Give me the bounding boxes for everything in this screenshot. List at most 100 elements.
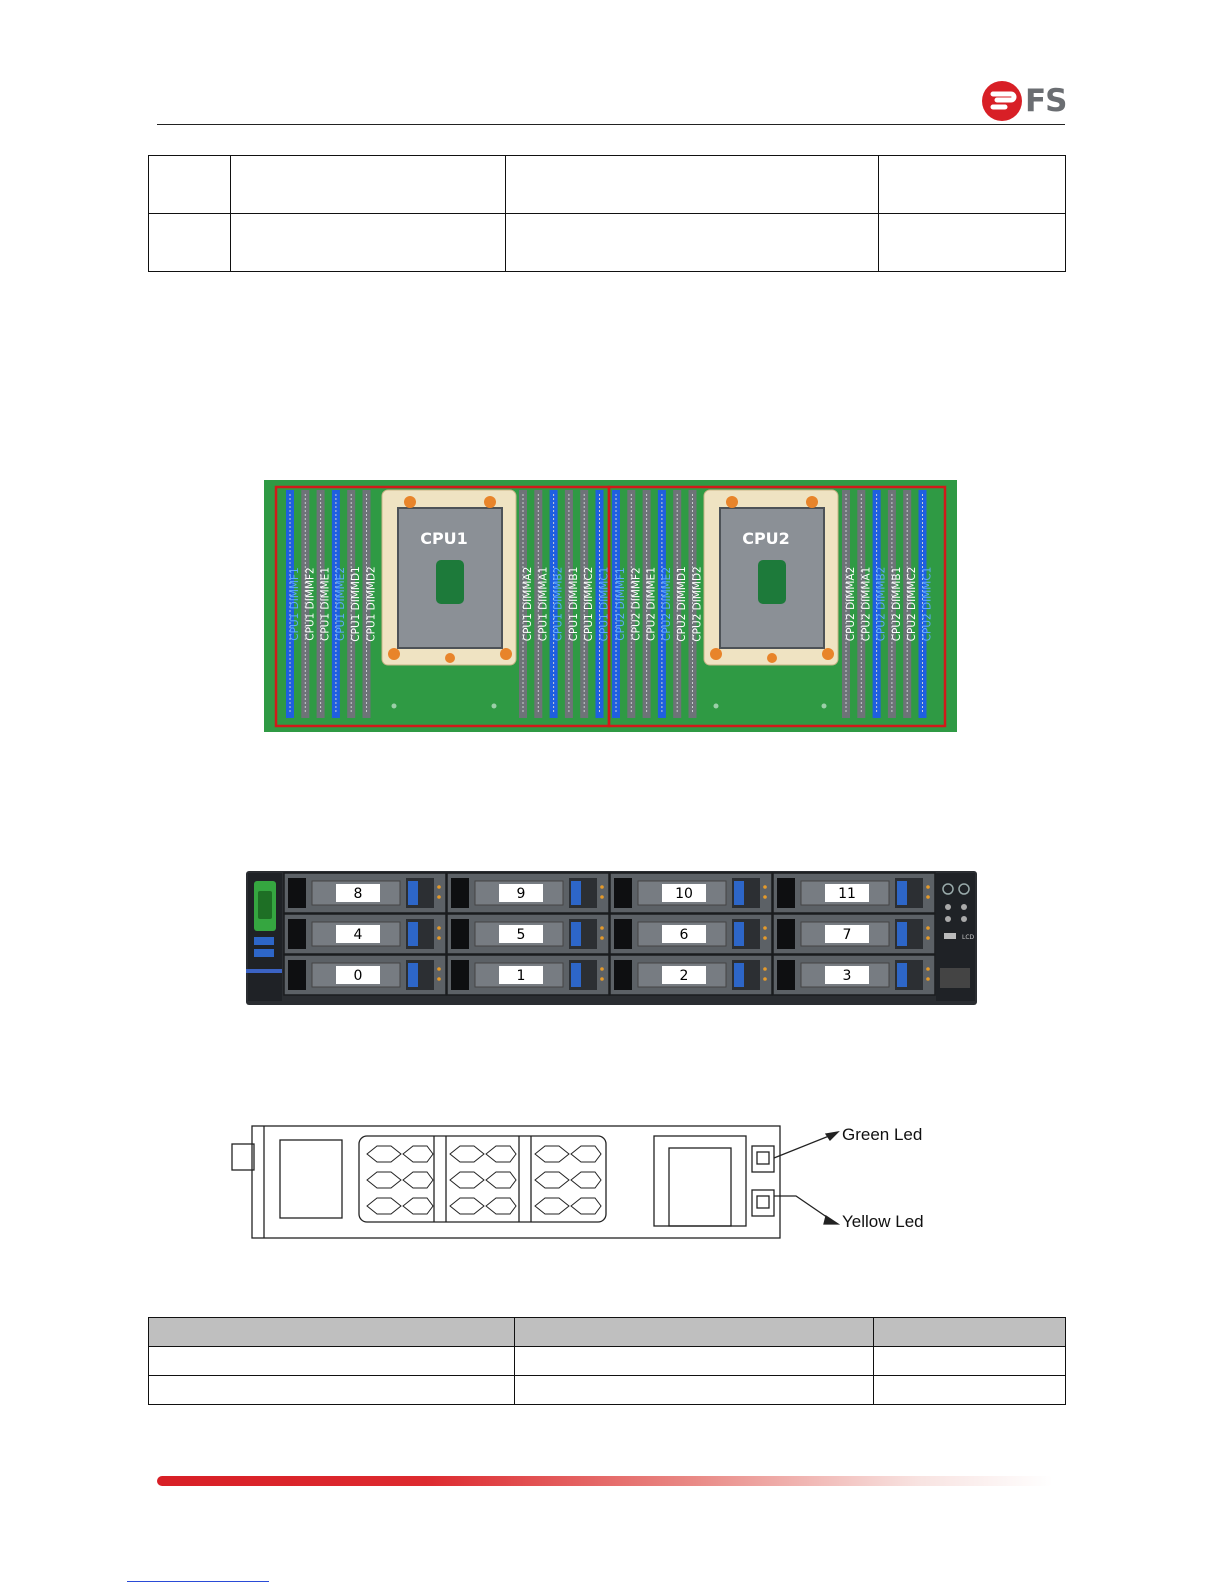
- dimm-slot-label: CPU2 DIMMA2: [845, 567, 857, 642]
- bottom-table: [148, 1317, 1066, 1405]
- header-divider: [157, 124, 1065, 125]
- dimm-slot-label: CPU2 DIMMB2: [876, 567, 888, 642]
- dimm-slot: [673, 490, 682, 718]
- drive-bay-number: 9: [517, 886, 526, 902]
- dimm-slot: [347, 490, 356, 718]
- dimm-slot: [301, 490, 310, 718]
- table-cell: [514, 1346, 874, 1376]
- drive-bay-label-box: [825, 966, 869, 984]
- table-cell: [514, 1375, 874, 1405]
- table-row: [148, 1346, 1066, 1376]
- dimm-slot: [872, 490, 881, 718]
- drive-bay-number: 7: [843, 927, 852, 943]
- dimm-slot-label: CPU1 DIMMA2: [522, 567, 534, 642]
- drive-bay-number: 4: [354, 927, 363, 943]
- dimm-slot: [918, 490, 927, 718]
- drive-bay-label-box: [336, 884, 380, 902]
- table-header-cell: [514, 1317, 874, 1347]
- drive-bay-number: 1: [517, 968, 526, 984]
- carrier-handle: [653, 1135, 747, 1227]
- cpu1-label: CPU1: [420, 529, 468, 548]
- drive-bay-label-box: [662, 884, 706, 902]
- dimm-slot: [580, 490, 589, 718]
- dimm-slot: [642, 490, 651, 718]
- green-led-arrow: [773, 1133, 835, 1159]
- drive-bay-label-box: [336, 925, 380, 943]
- drive-bay-number: 0: [354, 968, 363, 984]
- yellow-led-label: Yellow Led: [842, 1212, 924, 1231]
- table-header-cell: [873, 1317, 1066, 1347]
- dimm-slot-label: CPU2 DIMMC1: [922, 567, 934, 642]
- usb-port-icon: [254, 949, 274, 957]
- top-table: [148, 155, 1066, 272]
- drive-bay-label-box: [499, 884, 543, 902]
- drive-bay-label-box: [825, 884, 869, 902]
- drive-bay-number: 3: [843, 968, 852, 984]
- table-cell: [148, 1375, 515, 1405]
- brand-name: FS: [1025, 83, 1068, 119]
- table-cell: [873, 1375, 1066, 1405]
- dimm-slot-label: CPU2 DIMMC2: [906, 567, 918, 642]
- table-cell: [873, 1346, 1066, 1376]
- cpu2-frame: [607, 485, 947, 728]
- dimm-slot-label: CPU1 DIMME2: [335, 567, 347, 641]
- table-cell: [148, 213, 231, 272]
- cpu2-socket: CPU2: [703, 489, 839, 666]
- dimm-slot-label: CPU2 DIMME1: [646, 567, 658, 641]
- carrier-outline: [251, 1125, 781, 1239]
- table-cell: [878, 213, 1066, 272]
- dimm-slot: [903, 490, 912, 718]
- dimm-slot-label: CPU2 DIMMF2: [630, 567, 642, 640]
- dimm-slot-label: CPU1 DIMMB2: [553, 567, 565, 642]
- table-cell: [148, 1346, 515, 1376]
- drive-bay-number: 10: [675, 886, 693, 902]
- dimm-slot-label: CPU1 DIMMB1: [568, 567, 580, 642]
- drive-bay-label-box: [336, 966, 380, 984]
- dimm-slot-label: CPU2 DIMMA1: [860, 567, 872, 642]
- footer-link-underline[interactable]: [127, 1581, 269, 1582]
- table-row: [148, 1375, 1066, 1405]
- dimm-slot-label: CPU2 DIMME2: [661, 567, 673, 641]
- dimm-slot-label: CPU2 DIMMD1: [676, 566, 688, 641]
- table-cell: [878, 155, 1066, 214]
- green-led-label: Green Led: [842, 1125, 922, 1144]
- dimm-slot-label: CPU1 DIMMC2: [583, 567, 595, 642]
- dimm-slot-label: CPU1 DIMMF2: [304, 567, 316, 640]
- drive-carrier-diagram: Green Led Yellow Led: [231, 1125, 924, 1239]
- dimm-slot-label: CPU1 DIMME1: [320, 567, 332, 641]
- dimm-slot-label: CPU2 DIMMD2: [692, 566, 704, 641]
- yellow-led-arrow: [774, 1195, 835, 1223]
- table-header-row: [148, 1317, 1066, 1347]
- dimm-slot-label: CPU1 DIMMA1: [537, 567, 549, 642]
- carrier-vent: [358, 1135, 607, 1223]
- dimm-slot: [316, 490, 325, 718]
- lcd-label: LCD: [962, 934, 975, 941]
- dimm-slot: [657, 490, 666, 718]
- dimm-slot: [534, 490, 543, 718]
- fs-logo-icon: [982, 81, 1022, 121]
- green-led-icon: [751, 1145, 775, 1173]
- footer-gradient-bar: [157, 1476, 1053, 1486]
- dimm-slot-label: CPU2 DIMMB1: [891, 567, 903, 642]
- drive-bay-label-box: [662, 925, 706, 943]
- cpu1-socket: CPU1: [381, 489, 517, 666]
- dimm-slot: [857, 490, 866, 718]
- dimm-slot: [519, 490, 527, 718]
- fs-logo: FS: [981, 80, 1071, 122]
- dimm-slot: [564, 490, 573, 718]
- dimm-slot: [612, 490, 620, 718]
- drive-bay-number: 5: [517, 927, 526, 943]
- drive-bay-number: 2: [680, 968, 689, 984]
- id-button-icon[interactable]: [958, 883, 970, 895]
- power-button-icon[interactable]: [942, 883, 954, 895]
- drive-bay-label-box: [825, 925, 869, 943]
- drive-bay-number: 6: [680, 927, 689, 943]
- dimm-slot: [842, 490, 850, 718]
- dimm-slot-label: CPU1 DIMMD1: [350, 566, 362, 641]
- usb-port-icon: [254, 937, 274, 945]
- drive-bay-label-box: [499, 925, 543, 943]
- table-cell: [505, 155, 879, 214]
